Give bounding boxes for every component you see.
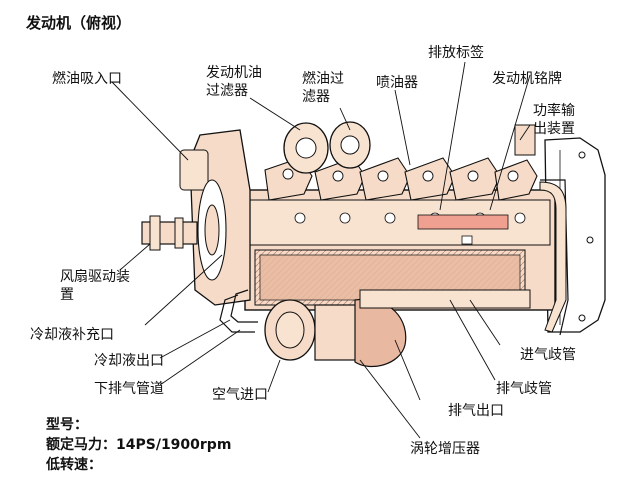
fan-drive-shaft — [141, 215, 198, 251]
label-injector: 喷油器 — [376, 75, 418, 91]
label-oil-filter-line2: 过滤器 — [206, 83, 248, 99]
pto-unit — [514, 124, 536, 156]
label-nameplate: 发动机铭牌 — [492, 71, 562, 87]
label-pto-line1: 功率输 — [533, 103, 575, 119]
spec-low-speed: 低转速： — [46, 457, 102, 473]
oil-filter — [283, 122, 329, 174]
label-exhaust-manifold: 排气歧管 — [496, 381, 552, 397]
engine-block — [244, 189, 556, 311]
label-emission-tag: 排放标签 — [428, 45, 484, 61]
label-turbocharger: 涡轮增压器 — [410, 441, 480, 457]
page-title: 发动机（俯视） — [26, 14, 132, 32]
front-cover — [179, 129, 251, 306]
label-fuel-filter-line1: 燃油过 — [302, 71, 344, 87]
label-fan-drive-line1: 风扇驱动装 — [60, 269, 130, 285]
label-coolant-fill: 冷却液补充口 — [30, 327, 114, 343]
label-intake-manifold: 进气歧管 — [520, 347, 576, 363]
label-fan-drive-line2: 置 — [60, 287, 74, 303]
label-air-inlet: 空气进口 — [212, 387, 268, 403]
label-lower-exhaust-pipe: 下排气管道 — [94, 381, 164, 397]
label-fuel-filter-line2: 滤器 — [302, 89, 330, 105]
exhaust-manifold — [359, 289, 531, 309]
turbocharger — [264, 298, 407, 368]
label-oil-filter-line1: 发动机油 — [206, 65, 262, 81]
label-pto-line2: 出装置 — [533, 121, 575, 137]
injector-caps — [282, 168, 519, 182]
intake-pipe — [539, 181, 567, 333]
spec-rated-power: 额定马力：14PS/1900rpm — [46, 437, 232, 453]
label-exhaust-outlet: 排气出口 — [448, 403, 504, 419]
leader-lines — [111, 61, 531, 439]
label-coolant-outlet: 冷却液出口 — [94, 353, 164, 369]
spec-model: 型号： — [46, 417, 88, 433]
label-fuel-inlet: 燃油吸入口 — [52, 71, 122, 87]
fuel-filter — [329, 121, 371, 169]
